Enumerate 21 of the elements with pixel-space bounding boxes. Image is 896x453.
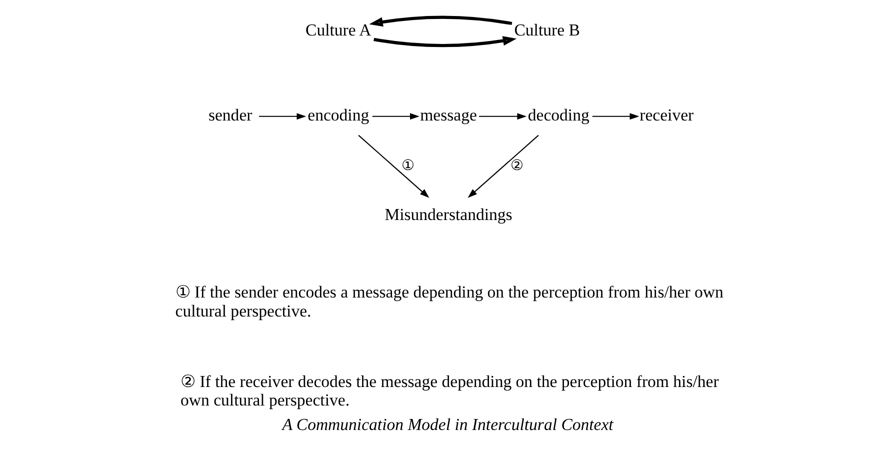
arrow <box>373 36 516 48</box>
arrow <box>478 113 526 120</box>
label: ② If the receiver decodes the message depending on the perception from his/her own cultural perspective. <box>180 372 718 410</box>
node-text: encoding <box>307 105 369 124</box>
node-text: Culture A <box>305 20 371 40</box>
arrow <box>258 113 306 120</box>
node-text: Misunderstandings <box>384 205 512 224</box>
arrow <box>592 113 639 120</box>
node-text: decoding <box>527 105 589 124</box>
arrow <box>467 134 538 198</box>
arrow <box>358 134 429 198</box>
label: ① If the sender encodes a message depending on the perception from his/her own cultural perspective. <box>174 282 723 320</box>
node-text: receiver <box>639 105 694 124</box>
arrow <box>368 16 512 27</box>
caption: A Communication Model in Intercultural Context <box>282 414 613 434</box>
node-text: sender <box>208 105 252 124</box>
arrow <box>372 113 419 120</box>
node-text: message <box>420 105 476 124</box>
node-text: Culture B <box>514 20 580 40</box>
edge-label: ① <box>401 158 414 174</box>
edge-label: ② <box>510 158 524 174</box>
